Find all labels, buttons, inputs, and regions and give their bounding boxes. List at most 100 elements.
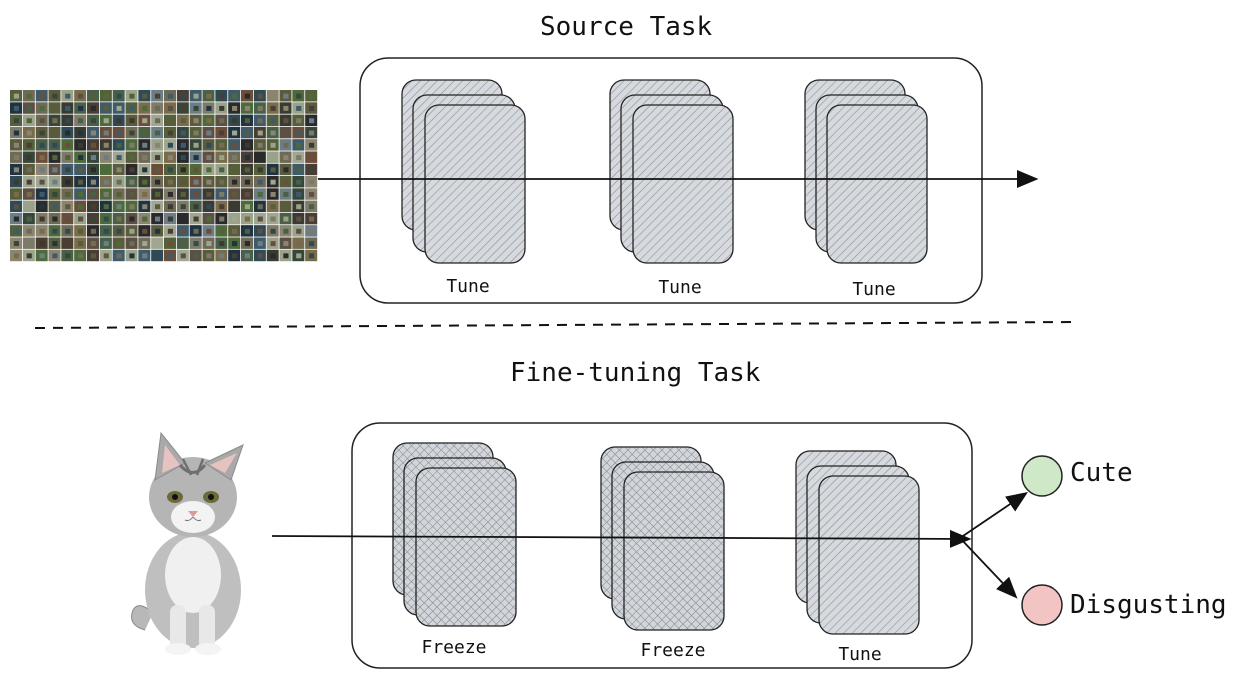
dataset-thumbnail-subject (90, 241, 96, 247)
dataset-thumbnail-subject (129, 228, 135, 234)
finetune-model-container (351, 422, 973, 669)
dataset-thumbnail-subject (52, 130, 58, 136)
dataset-thumbnail-subject (206, 216, 212, 222)
disgusting-output-node (1021, 584, 1063, 626)
dataset-thumbnail-subject (129, 204, 135, 210)
dataset-thumbnail-subject (13, 130, 19, 136)
dataset-thumbnail-subject (244, 142, 250, 148)
dataset-thumbnail-subject (39, 155, 45, 161)
dataset-thumbnail-subject (142, 167, 148, 173)
dataset-thumbnail-subject (39, 130, 45, 136)
dataset-thumbnail-subject (13, 241, 19, 247)
dataset-thumbnail-subject (103, 93, 109, 99)
dataset-thumbnail-subject (129, 155, 135, 161)
dataset-thumbnail-subject (78, 191, 84, 197)
dataset-thumbnail-subject (26, 191, 32, 197)
dataset-thumbnail-subject (167, 241, 173, 247)
dataset-thumbnail-subject (52, 204, 58, 210)
dataset-thumbnail-subject (283, 118, 289, 124)
dataset-thumbnail-subject (155, 130, 161, 136)
source-dataset-image-grid (10, 90, 318, 262)
finetuning-task-title: Fine-tuning Task (510, 358, 761, 388)
dataset-thumbnail-subject (26, 105, 32, 111)
finetune-layer-2 (600, 446, 725, 631)
dataset-thumbnail-subject (219, 253, 225, 259)
dataset-thumbnail-subject (90, 105, 96, 111)
dataset-thumbnail-subject (193, 130, 199, 136)
dataset-thumbnail-subject (219, 118, 225, 124)
dataset-thumbnail-subject (309, 142, 315, 148)
dataset-thumbnail-subject (39, 191, 45, 197)
dataset-thumbnail-subject (180, 241, 186, 247)
dataset-thumbnail-subject (116, 155, 122, 161)
dataset-thumbnail-subject (309, 179, 315, 185)
source-layer-1 (401, 79, 526, 264)
finetune-layer-2-label: Freeze (640, 640, 706, 661)
dataset-thumbnail-subject (116, 167, 122, 173)
source-layer-3 (804, 79, 928, 264)
dataset-thumbnail-subject (129, 130, 135, 136)
dataset-thumbnail-subject (65, 105, 71, 111)
dataset-thumbnail-subject (193, 216, 199, 222)
dataset-thumbnail-subject (206, 241, 212, 247)
dataset-thumbnail-subject (52, 179, 58, 185)
dataset-thumbnail-subject (283, 155, 289, 161)
dataset-thumbnail-subject (167, 216, 173, 222)
finetune-layer-1 (392, 442, 517, 627)
dataset-thumbnail-subject (167, 167, 173, 173)
dataset-thumbnail-subject (90, 93, 96, 99)
dataset-thumbnail-subject (155, 167, 161, 173)
dataset-thumbnail-subject (283, 142, 289, 148)
dataset-thumbnail-subject (270, 167, 276, 173)
dataset-thumbnail-subject (270, 155, 276, 161)
dataset-thumbnail-subject (219, 241, 225, 247)
dataset-thumbnail-subject (65, 142, 71, 148)
dataset-thumbnail-subject (65, 204, 71, 210)
dataset-thumbnail-subject (206, 118, 212, 124)
dataset-thumbnail-subject (142, 191, 148, 197)
dataset-thumbnail-subject (296, 142, 302, 148)
dataset-thumbnail-subject (257, 228, 263, 234)
dataset-thumbnail-subject (257, 241, 263, 247)
dataset-thumbnail-subject (65, 118, 71, 124)
dataset-thumbnail-subject (26, 179, 32, 185)
dataset-thumbnail-subject (206, 105, 212, 111)
dataset-thumbnail-subject (13, 105, 19, 111)
dataset-thumbnail-subject (257, 204, 263, 210)
dataset-thumbnail-subject (244, 93, 250, 99)
dataset-thumbnail-subject (206, 179, 212, 185)
dataset-thumbnail-subject (39, 216, 45, 222)
dataset-thumbnail-subject (232, 167, 238, 173)
dataset-thumbnail-subject (103, 191, 109, 197)
dataset-thumbnail-subject (193, 93, 199, 99)
dataset-thumbnail-subject (65, 130, 71, 136)
dataset-thumbnail-subject (206, 142, 212, 148)
dataset-thumbnail-subject (270, 191, 276, 197)
dataset-thumbnail-subject (52, 241, 58, 247)
dataset-thumbnail-subject (129, 179, 135, 185)
dataset-thumbnail-subject (78, 228, 84, 234)
dataset-thumbnail-subject (180, 179, 186, 185)
dataset-thumbnail-subject (244, 216, 250, 222)
dataset-thumbnail-subject (52, 118, 58, 124)
dataset-thumbnail-subject (232, 179, 238, 185)
dataset-thumbnail-subject (90, 155, 96, 161)
dataset-thumbnail-subject (257, 167, 263, 173)
dataset-thumbnail-subject (244, 167, 250, 173)
dataset-thumbnail-subject (78, 216, 84, 222)
dataset-thumbnail-subject (116, 216, 122, 222)
dataset-thumbnail-subject (155, 93, 161, 99)
dataset-thumbnail-subject (13, 118, 19, 124)
dataset-thumbnail-subject (90, 118, 96, 124)
dataset-thumbnail-subject (180, 142, 186, 148)
dataset-thumbnail-subject (232, 142, 238, 148)
dataset-thumbnail-subject (142, 179, 148, 185)
dataset-thumbnail-subject (90, 167, 96, 173)
dataset-thumbnail-subject (232, 228, 238, 234)
dataset-thumbnail-subject (296, 191, 302, 197)
dataset-thumbnail-subject (206, 155, 212, 161)
dataset-thumbnail-subject (283, 179, 289, 185)
dataset-thumbnail-subject (52, 105, 58, 111)
dataset-thumbnail-subject (26, 204, 32, 210)
dataset-thumbnail-subject (283, 105, 289, 111)
